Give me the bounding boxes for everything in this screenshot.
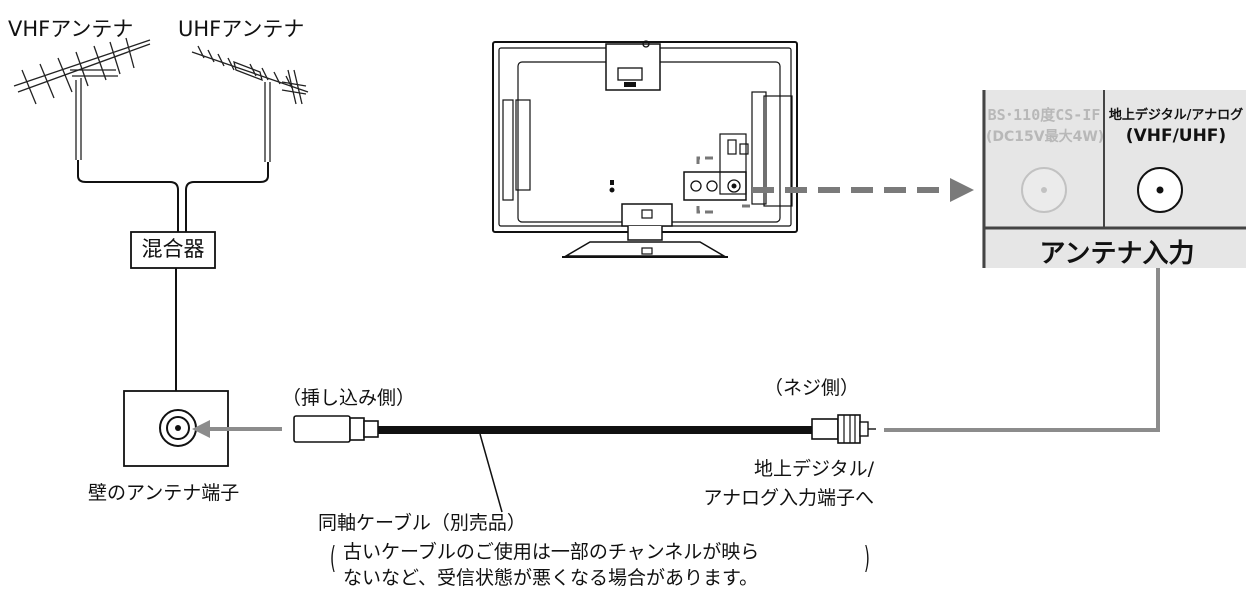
plug-side-label: （挿し込み側） <box>282 387 416 409</box>
note-open-paren: ( <box>330 541 336 576</box>
uhf-cable-line <box>185 162 269 232</box>
terminal-label-line2: アナログ入力端子へ <box>703 487 874 509</box>
bs-label-line1: BS･110度CS-IF <box>987 106 1101 124</box>
cable-note-line2: ないなど、受信状態が悪くなる場合があります。 <box>343 567 759 589</box>
screw-side-label: （ネジ側） <box>764 377 860 399</box>
antenna-input-label: アンテナ入力 <box>1039 239 1195 269</box>
terrestrial-label-line2: (VHF/UHF) <box>1125 126 1227 146</box>
cable-note-line1: 古いケーブルのご使用は一部のチャンネルが映ら <box>343 541 760 563</box>
dashed-arrow-head <box>950 178 974 202</box>
mixer-label: 混合器 <box>141 237 205 261</box>
vhf-cable-line <box>77 160 179 232</box>
uhf-antenna-icon <box>191 45 309 162</box>
cable-leader-line <box>479 433 503 513</box>
vhf-antenna-icon <box>13 37 151 160</box>
note-close-paren: ) <box>864 541 870 576</box>
wall-outlet-label: 壁のアンテナ端子 <box>88 482 240 504</box>
tv-back-icon <box>492 40 798 258</box>
vhf-antenna-label: VHFアンテナ <box>8 17 134 41</box>
antenna-input-panel <box>982 90 1246 268</box>
coaxial-cable-icon <box>293 414 876 444</box>
bs-label-line2: (DC15V最大4W) <box>986 129 1105 145</box>
uhf-antenna-label: UHFアンテナ <box>178 17 305 41</box>
wall-arrow-head <box>192 420 210 438</box>
input-route-line <box>884 226 1160 432</box>
mixer-box <box>130 231 216 269</box>
terminal-label-line1: 地上デジタル/ <box>753 458 874 480</box>
terrestrial-label-line1: 地上デジタル/アナログ <box>1108 108 1244 123</box>
cable-name-label: 同軸ケーブル（別売品） <box>318 512 526 534</box>
